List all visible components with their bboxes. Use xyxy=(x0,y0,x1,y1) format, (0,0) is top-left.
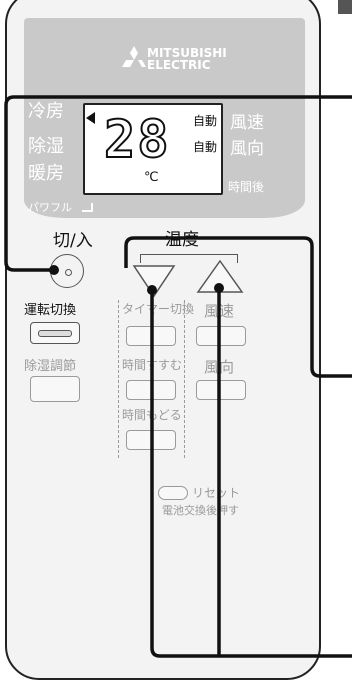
callout-temp-down-dot xyxy=(147,285,157,295)
auto-fan-direction-indicator: 自動 xyxy=(193,140,218,154)
corner-marker xyxy=(338,0,352,14)
callout-temp-down xyxy=(150,290,352,658)
mode-switch-bar-icon xyxy=(38,330,72,337)
dehumidify-adjust-button[interactable] xyxy=(30,376,80,402)
temperature-label: 温度 xyxy=(165,230,199,250)
power-label: 切/入 xyxy=(53,231,93,251)
temperature-bracket xyxy=(140,254,238,263)
reset-button[interactable] xyxy=(158,486,188,500)
lcd-display xyxy=(83,103,223,195)
fan-speed-button[interactable] xyxy=(196,326,246,346)
brand-name: MITSUBISHI ELECTRIC xyxy=(147,47,227,71)
hours-after-label: 時間後 xyxy=(228,180,265,194)
mode-switch-label: 運転切換 xyxy=(24,303,77,318)
callout-power-dot xyxy=(49,265,59,275)
powerful-label: パワフル xyxy=(28,201,72,214)
dehumidify-adjust-label: 除湿調節 xyxy=(24,359,77,374)
mode-pointer-icon xyxy=(86,112,95,124)
reset-label: リセット xyxy=(192,486,241,500)
fan-speed-label: 風速 xyxy=(230,113,264,133)
mode-switch-button[interactable] xyxy=(30,322,80,344)
brand-line-2: ELECTRIC xyxy=(147,58,211,72)
mode-label-cool: 冷房 xyxy=(28,101,64,122)
timer-group-right-line xyxy=(184,300,186,458)
fan-direction-button[interactable] xyxy=(196,380,246,400)
mode-label-heat: 暖房 xyxy=(28,163,64,184)
auto-fan-speed-indicator: 自動 xyxy=(193,114,218,128)
callout-power xyxy=(4,95,352,272)
temperature-readout: 28 xyxy=(103,109,171,171)
callout-temp-label xyxy=(124,236,352,378)
powerful-bracket xyxy=(82,203,93,212)
mitsubishi-logo-icon xyxy=(122,46,146,67)
power-button-dot-icon xyxy=(65,269,72,276)
timer-group-left-line xyxy=(118,300,120,458)
celsius-unit: ℃ xyxy=(144,170,159,185)
temperature-down-button[interactable] xyxy=(132,262,176,298)
fan-direction-label: 風向 xyxy=(230,139,264,159)
brand-line-1: MITSUBISHI xyxy=(147,46,227,60)
mode-label-dehumidify: 除湿 xyxy=(28,136,64,157)
callout-temp-up-dot xyxy=(214,283,224,293)
timer-switch-label: タイマー切換 xyxy=(122,302,195,316)
